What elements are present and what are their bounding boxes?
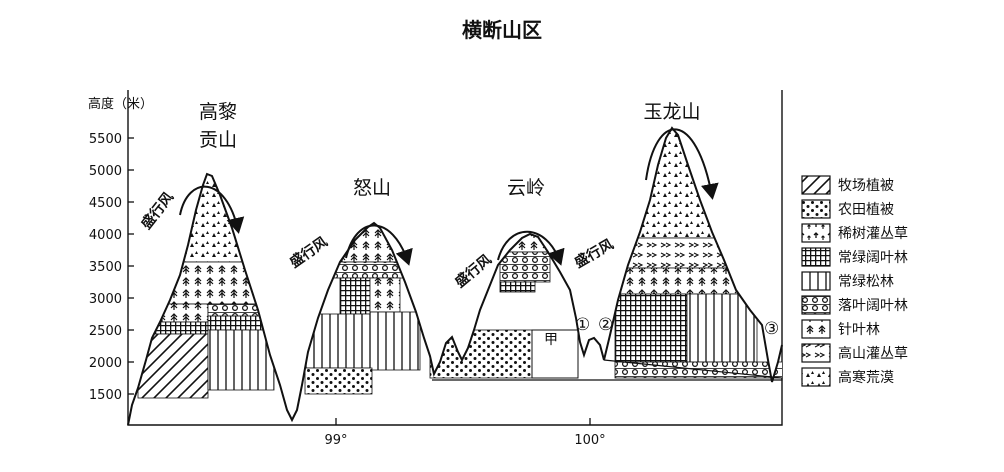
mountain-name-nushan: 怒山 [353,177,391,199]
y-tick-label: 2500 [89,324,122,339]
x-axis [335,418,591,425]
y-tick-label: 4500 [89,196,122,211]
y-tick-label: 3000 [89,292,122,307]
zone-broadleaf [614,293,688,363]
x-tick-label: 100° [574,433,605,448]
zone-pine [304,313,371,369]
y-tick-label: 3500 [89,260,122,275]
legend-swatch-grid-icon [801,247,831,267]
mountain-name-yunling: 云岭 [507,177,545,199]
zone-pine [207,329,275,391]
marker-1: ① [575,315,590,335]
legend-label: 常绿松林 [838,274,894,290]
wind-label: 盛行风 [572,236,617,272]
wind-arrow-yulong [645,128,719,200]
legend-swatch-diagonal-icon [801,175,831,195]
zone-alpine-desert [614,128,782,239]
legend-item-pasture: 牧场植被 [801,175,894,195]
wind-arrows [179,128,719,266]
legend-label: 农田植被 [838,202,894,218]
x-tick-label: 99° [324,433,347,448]
legend-item-alpine-shrub: 高山灌丛草 [801,343,908,363]
wind-label: 盛行风 [452,251,495,291]
legend-swatch-circles-icon [801,295,831,315]
legend-swatch-conifer-icon [801,319,831,339]
legend-item-evergreen-pine: 常绿松林 [801,271,894,291]
zone-deciduous [329,261,431,279]
legend-label: 牧场植被 [838,178,894,194]
zone-alpine-shrub [614,237,782,269]
legend-swatch-shrub-icon [801,343,831,363]
mountain-name-yulong: 玉龙山 [643,101,700,123]
zone-pine [369,311,421,371]
y-tick-label: 5000 [89,164,122,179]
legend-item-deciduous: 落叶阔叶林 [801,295,908,315]
legend-swatch-sparse-trees-icon [801,223,831,243]
legend-item-conifer: 针叶林 [801,319,880,339]
zone-conifer [369,277,401,313]
terrain-profile [127,126,783,426]
y-tick-label: 1500 [89,388,122,403]
mountain-name-gaoligong-line2: 贡山 [199,129,237,151]
zone-deciduous [207,303,271,317]
mountain-name-gaoligong-line1: 高黎 [199,101,237,123]
legend-item-alpine-desert: 高寒荒漠 [801,367,894,387]
wind-arrow-yunling [497,230,565,266]
wind-label: 盛行风 [138,189,177,233]
zone-pasture [137,333,209,399]
legend-label: 常绿阔叶林 [838,250,908,266]
legend-item-sparse-trees: 稀树灌丛草 [801,223,908,243]
legend-label: 高山灌丛草 [838,345,908,362]
zone-conifer [149,261,271,305]
zone-broadleaf [499,281,536,293]
valley-floor-jia [531,329,579,379]
legend-label: 稀树灌丛草 [838,226,908,242]
legend-label: 落叶阔叶林 [838,298,908,314]
y-tick-label: 4000 [89,228,122,243]
wind-label: 盛行风 [287,233,331,271]
zone-deciduous [499,251,551,283]
legend-item-evergreen-broadleaf: 常绿阔叶林 [801,247,908,267]
zone-pine [686,293,758,363]
zone-conifer [149,303,209,323]
legend-swatch-vertical-icon [801,271,831,291]
zone-conifer [614,267,782,295]
y-axis-title: 高度（米） [88,96,153,112]
zone-farmland [304,367,373,395]
legend-swatch-dots-icon [801,199,831,219]
wind-arrow-gaoligong [179,185,245,234]
y-tick-labels: 5500 5000 4500 4000 3500 3000 2500 2000 … [89,132,122,403]
legend-label: 高寒荒漠 [838,369,894,386]
marker-2: ② [598,315,613,335]
chart-frame [127,90,783,426]
marker-jia: 甲 [544,332,558,348]
y-axis [128,137,134,395]
zone-broadleaf [339,277,371,315]
legend-item-farmland: 农田植被 [801,199,894,219]
marker-3: ③ [764,319,779,339]
zone-farmland [429,329,533,379]
y-tick-label: 5500 [89,132,122,147]
legend: 牧场植被 农田植被 稀树灌丛草 常绿阔叶林 常绿松林 落叶阔叶林 针叶林 高山 [801,175,908,387]
y-tick-label: 2000 [89,356,122,371]
wind-arrow-nushan [345,224,413,266]
legend-label: 针叶林 [838,322,880,338]
page-title: 横断山区 [462,18,542,42]
legend-swatch-triangles-icon [801,367,831,387]
